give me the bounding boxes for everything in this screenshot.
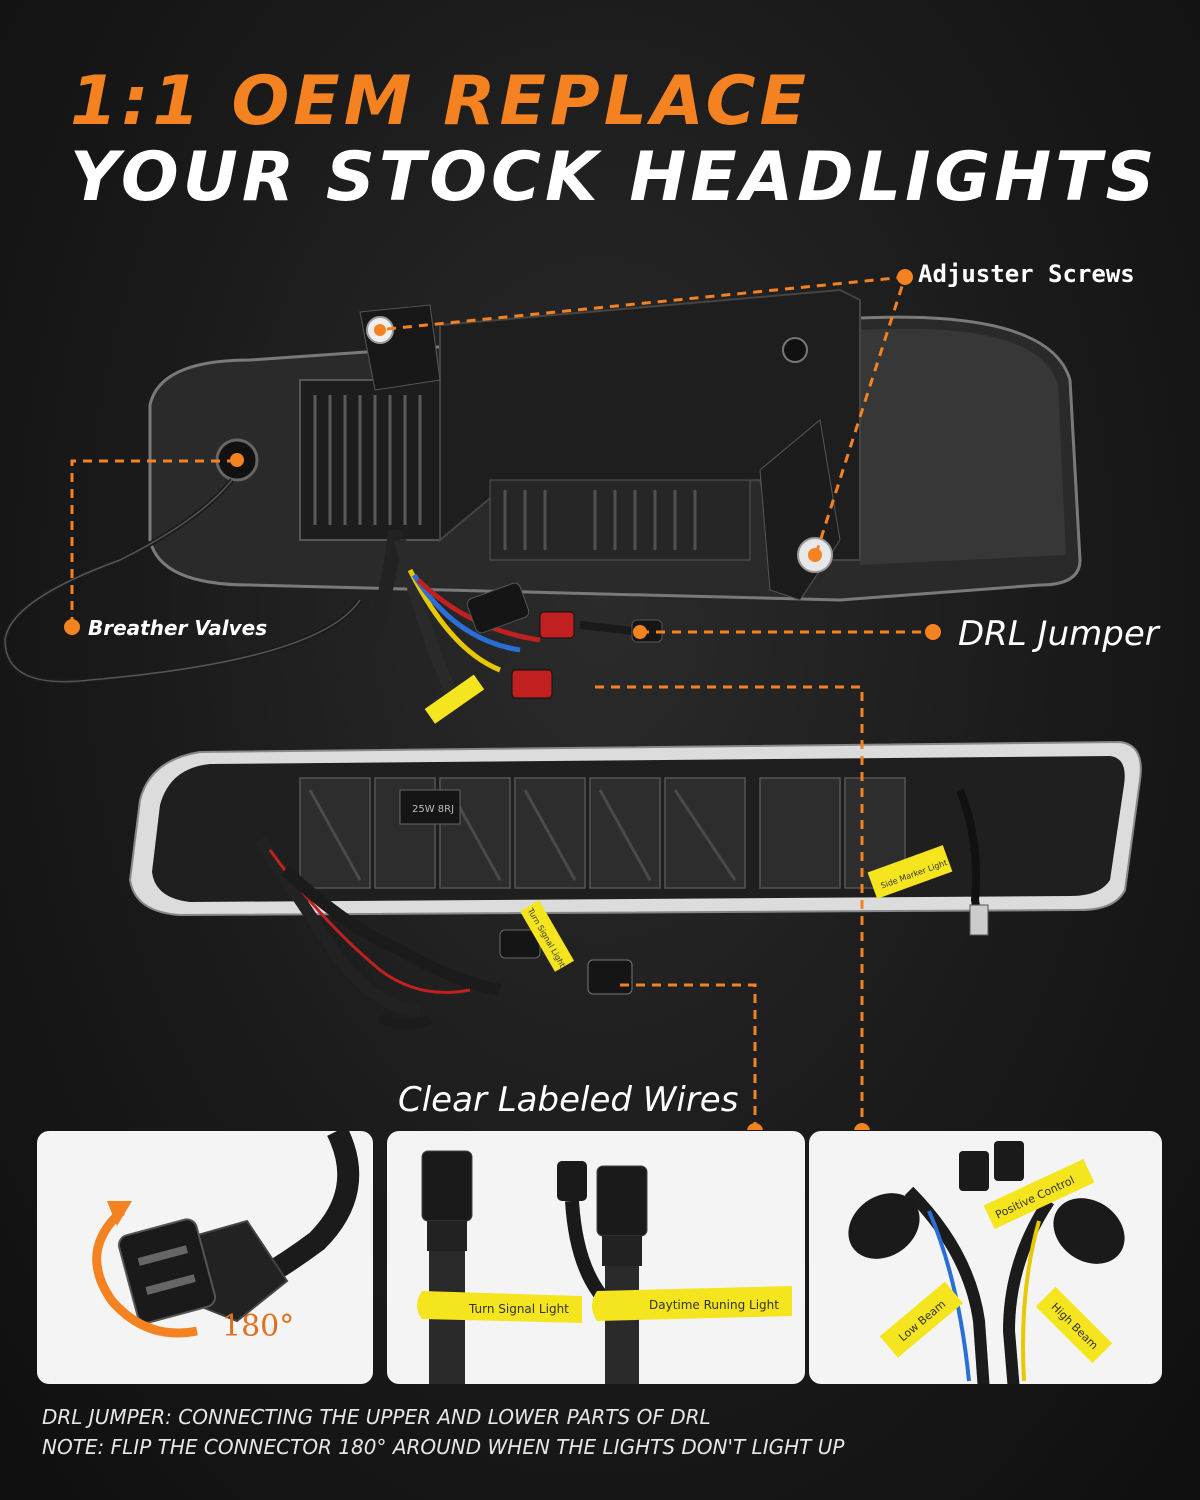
callout-lines [70, 275, 933, 1130]
lower-parking-lamp: 25W 8RJ Side Marker Light Turn Signal Li… [128, 740, 1142, 1030]
turn-signal-connector [421, 1150, 473, 1222]
drl-connector-small [557, 1161, 587, 1201]
headline-line-1: 1:1 OEM REPLACE [70, 62, 810, 141]
turn-signal-tag [417, 1291, 582, 1323]
headlight-illustration: 25W 8RJ Side Marker Light Turn Signal Li… [2, 269, 1142, 1130]
high-beam-socket [1053, 1198, 1125, 1264]
harness-labels-panel: Positive Control Low Beam High Beam [809, 1131, 1162, 1384]
note-flip-connector: NOTE: FLIP THE CONNECTOR 180° AROUND WHE… [42, 1435, 845, 1459]
callout-dots [64, 269, 941, 1130]
wire-tag [424, 674, 485, 724]
svg-text:25W 8RJ: 25W 8RJ [412, 804, 454, 815]
note-drl-jumper: DRL JUMPER: CONNECTING THE UPPER AND LOW… [42, 1405, 711, 1429]
low-beam-tag [879, 1281, 963, 1358]
footnotes: DRL JUMPER: CONNECTING THE UPPER AND LOW… [42, 1402, 844, 1462]
turn-signal-plug [587, 959, 633, 995]
svg-text:Turn Signal Light: Turn Signal Light [468, 1302, 569, 1316]
bulb-socket [399, 789, 461, 825]
low-beam-plug [466, 582, 530, 634]
high-beam-tag [1035, 1286, 1113, 1364]
upper-headlight-housing [2, 288, 1082, 724]
svg-text:180°: 180° [222, 1309, 294, 1344]
svg-text:Daytime Runing Light: Daytime Runing Light [649, 1298, 779, 1312]
drl-jumper-label: DRL Jumper [958, 614, 1159, 654]
breather-valves-label: Breather Valves [88, 616, 268, 640]
low-beam-socket [848, 1193, 920, 1259]
connector-plug [117, 1218, 217, 1324]
positive-control-tag [983, 1158, 1095, 1230]
drl-tag [592, 1286, 792, 1321]
headline-line-2: YOUR STOCK HEADLIGHTS [70, 138, 1159, 217]
clear-labeled-wires-label: Clear Labeled Wires [398, 1080, 739, 1120]
labeled-connectors-panel: Turn Signal Light Daytime Runing Light [387, 1131, 805, 1384]
adjuster-screws-label: Adjuster Screws [918, 260, 1135, 288]
rotation-arrow-icon [92, 1207, 198, 1338]
drl-plug-red [539, 611, 575, 639]
rotate-connector-panel: 180° [37, 1131, 373, 1384]
drl-connector [596, 1165, 648, 1237]
